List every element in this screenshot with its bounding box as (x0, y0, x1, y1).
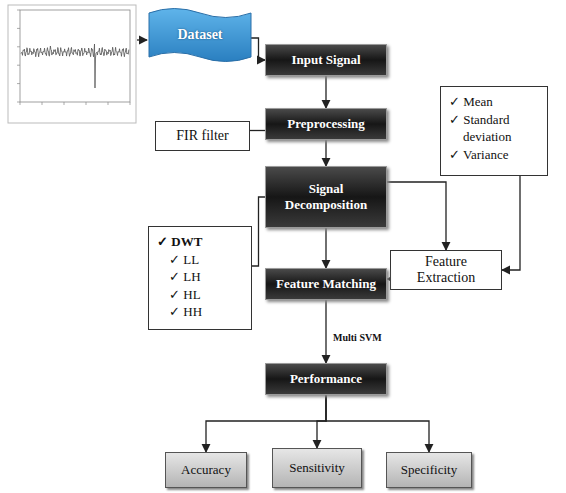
node-text: Preprocessing (272, 116, 380, 132)
subband-list: ✓ DWT✓ LL✓ LH✓ HL✓ HH (148, 226, 252, 330)
flow-arrow (251, 38, 265, 60)
node-text: Sensitivity (279, 460, 355, 476)
method-box: Feature Extraction (390, 250, 502, 290)
flow-arrow (502, 176, 520, 270)
plot-ticks (17, 10, 130, 105)
metric-box: Specificity (386, 452, 472, 488)
node-text: FIR filter (162, 128, 243, 144)
node-text: Feature Matching (272, 276, 380, 292)
flow-arrow (252, 197, 265, 266)
feature-list: ✓ Mean✓ Standard deviation✓ Variance (440, 86, 548, 176)
process-box: Feature Matching (265, 268, 387, 300)
method-box: FIR filter (155, 121, 250, 151)
node-text: ✓ LH (169, 268, 243, 286)
flow-arrow (325, 228, 326, 268)
process-box: Signal Decomposition (265, 166, 387, 228)
process-box: Input Signal (265, 44, 387, 76)
flow-arrow (250, 130, 265, 131)
flow-arrow (325, 140, 326, 166)
plot-frame (8, 5, 136, 123)
flow-arrow (206, 395, 326, 452)
signal-trace (21, 44, 129, 88)
node-text: Signal Decomposition (272, 181, 380, 213)
metric-box: Sensitivity (272, 448, 362, 488)
node-text: Feature Extraction (397, 254, 495, 286)
flow-arrow (325, 300, 326, 363)
node-text: ✓ Standard deviation (449, 111, 539, 146)
node-text: ✓ HH (169, 303, 243, 321)
flow-arrow (326, 395, 429, 452)
process-box: Preprocessing (265, 108, 387, 140)
data-store: Dataset (148, 4, 252, 66)
node-text: ✓ Variance (449, 146, 539, 164)
plot-axes (20, 10, 130, 102)
node-text: ✓ Mean (449, 93, 539, 111)
node-text: ✓ DWT (157, 233, 243, 251)
metric-box: Accuracy (165, 452, 247, 488)
edge-label: Multi SVM (331, 332, 384, 343)
node-text: ✓ LL (169, 251, 243, 269)
node-text: Input Signal (272, 52, 380, 68)
node-text: ✓ HL (169, 286, 243, 304)
node-text: Performance (272, 371, 380, 387)
process-box: Performance (265, 363, 387, 395)
flow-arrow (325, 76, 326, 108)
flow-arrow (387, 182, 446, 250)
node-text: Specificity (393, 462, 465, 478)
node-text: Accuracy (172, 462, 240, 478)
flow-arrow (317, 395, 326, 448)
node-text: Dataset (154, 27, 246, 43)
input-arrow (137, 39, 147, 40)
